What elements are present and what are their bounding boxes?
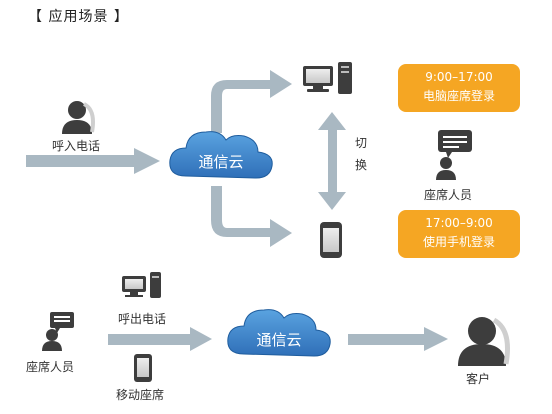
cloud-label-bottom: 通信云 bbox=[256, 331, 302, 349]
outbound-arrow bbox=[108, 327, 212, 351]
desktop-computer-icon-bottom bbox=[122, 272, 161, 298]
pc-schedule-badge: 9:00–17:00 电脑座席登录 bbox=[398, 64, 520, 112]
agent-chat-icon-bottom bbox=[42, 312, 74, 351]
caller-person-icon bbox=[62, 101, 95, 134]
arrow-to-mobile bbox=[211, 186, 292, 247]
switch-label: 切换 bbox=[354, 136, 367, 172]
mobile-schedule-text: 使用手机登录 bbox=[422, 235, 495, 249]
desktop-computer-icon bbox=[303, 62, 352, 94]
pc-schedule-text: 电脑座席登录 bbox=[422, 89, 495, 103]
agent-chat-icon bbox=[436, 130, 472, 180]
arrow-to-pc bbox=[211, 70, 292, 133]
outbound-label: 呼出电话 bbox=[118, 312, 167, 326]
cloud-label: 通信云 bbox=[198, 153, 244, 171]
mobile-seat-label: 移动座席 bbox=[116, 388, 165, 402]
customer-person-icon bbox=[458, 317, 510, 366]
customer-label: 客户 bbox=[466, 372, 491, 386]
cloud-icon bbox=[169, 131, 273, 179]
mobile-phone-icon bbox=[320, 222, 342, 258]
mobile-phone-icon-bottom bbox=[134, 354, 152, 382]
mobile-schedule-time: 17:00–9:00 bbox=[425, 216, 493, 230]
mobile-schedule-badge: 17:00–9:00 使用手机登录 bbox=[398, 210, 520, 258]
agent-label: 座席人员 bbox=[424, 188, 473, 202]
cloud-icon-bottom bbox=[227, 309, 331, 357]
switch-double-arrow bbox=[318, 112, 346, 210]
incoming-call-arrow bbox=[26, 148, 160, 174]
pc-schedule-time: 9:00–17:00 bbox=[425, 70, 493, 84]
agent-label-bottom: 座席人员 bbox=[26, 360, 75, 374]
page-title: 【 应用场景 】 bbox=[28, 9, 129, 25]
to-customer-arrow bbox=[348, 327, 448, 351]
caller-label: 呼入电话 bbox=[52, 139, 101, 153]
